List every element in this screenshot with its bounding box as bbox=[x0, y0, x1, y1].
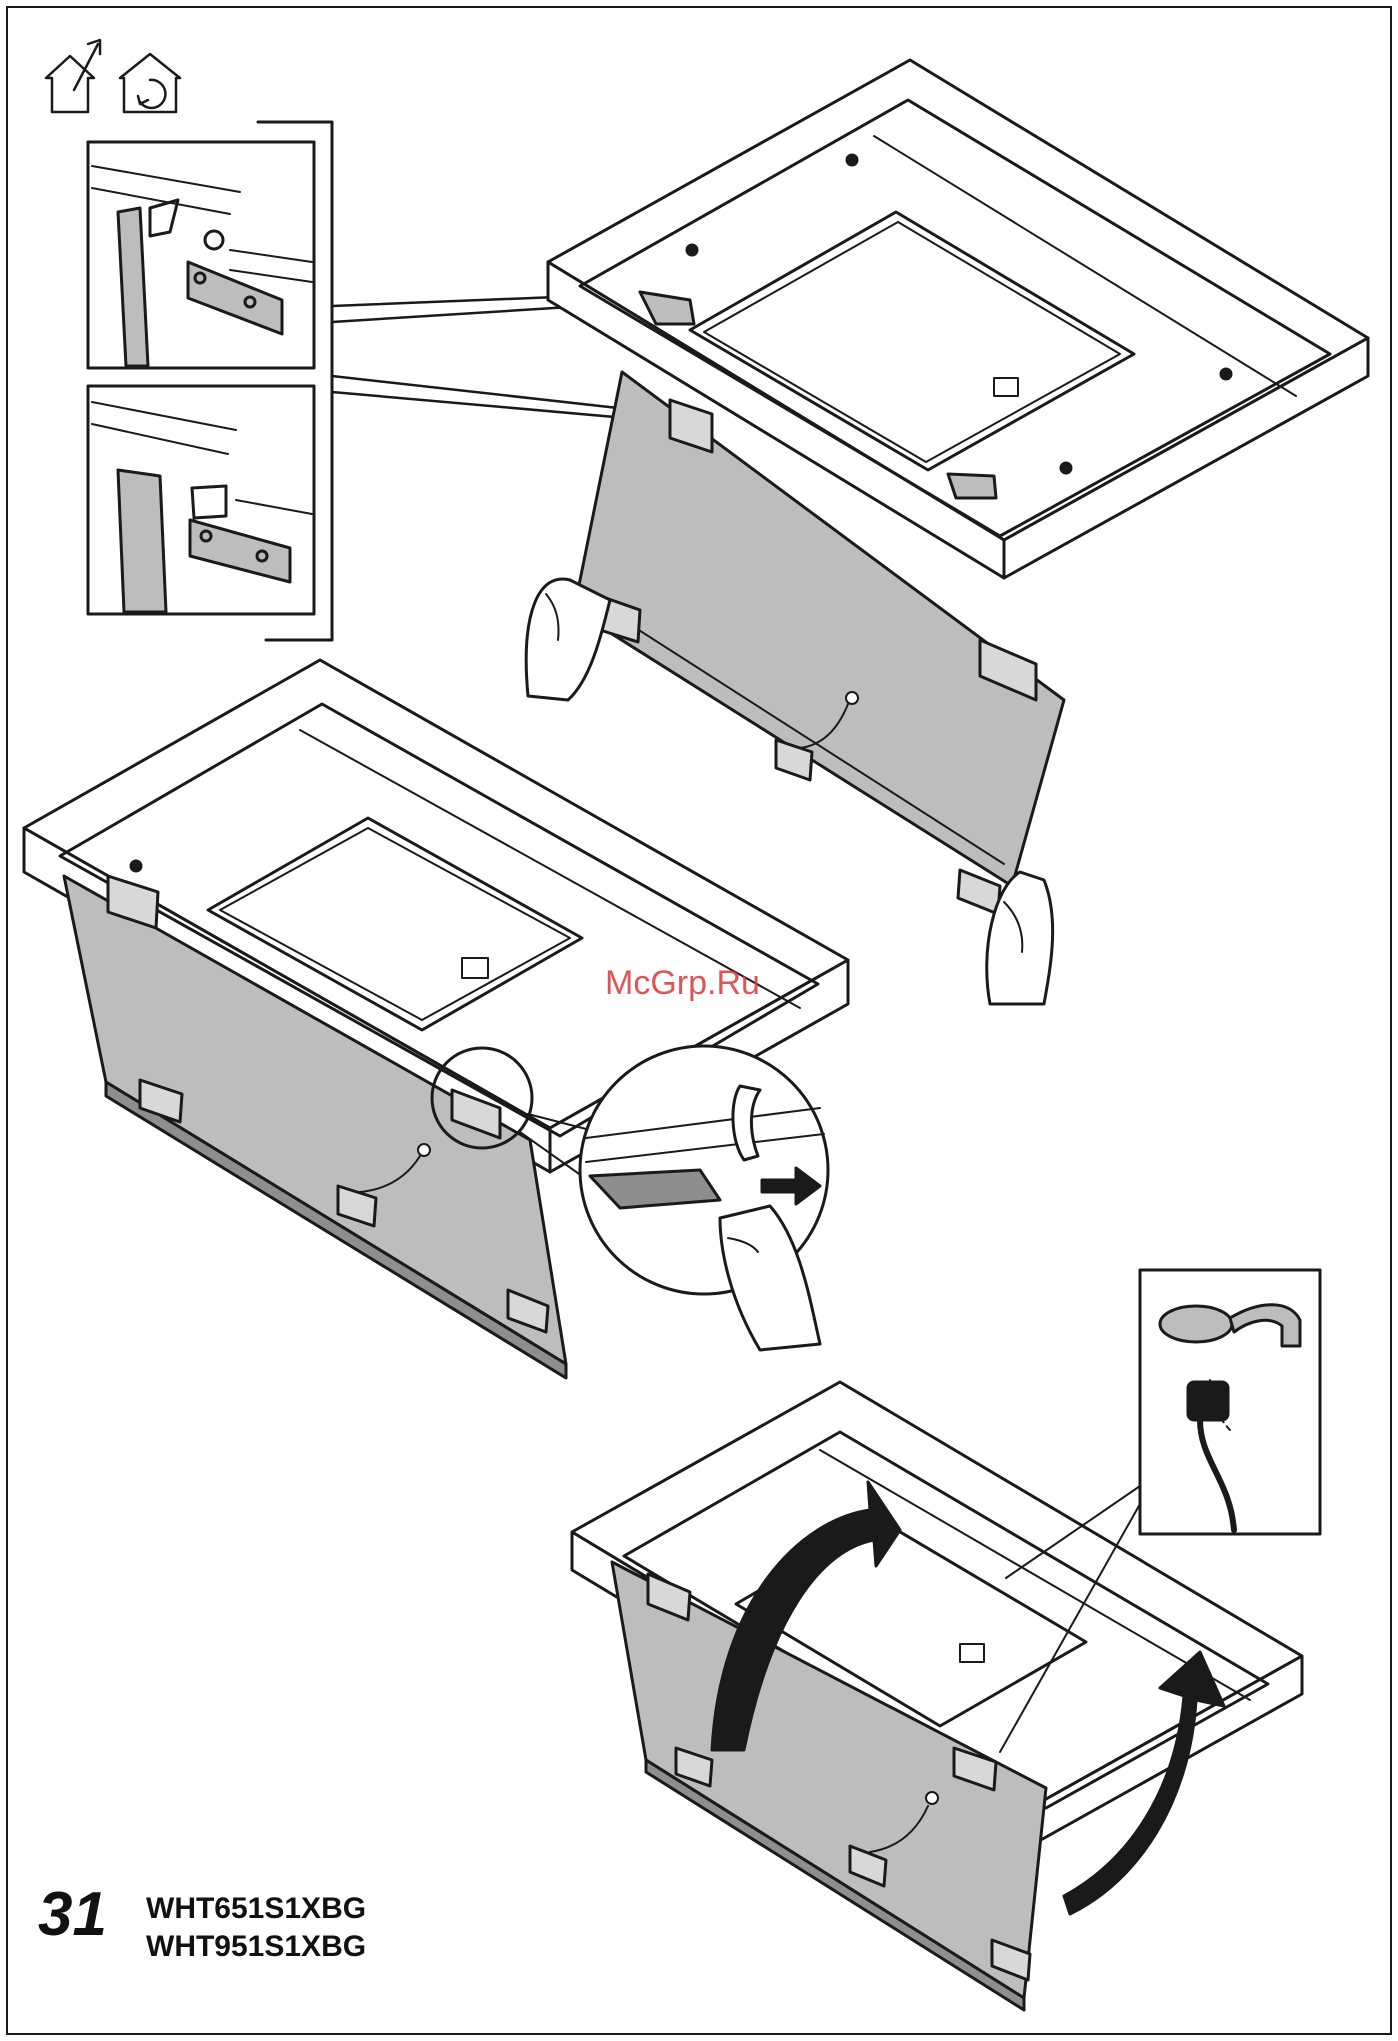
hand-left-holding-panel bbox=[526, 579, 610, 700]
exhaust-house-icon bbox=[46, 40, 100, 112]
model-number: WHT651S1XBG bbox=[146, 1894, 366, 1924]
detail-inset-upper bbox=[88, 142, 314, 368]
page-number: 31 bbox=[38, 1884, 107, 1946]
detail-inset-lower bbox=[88, 386, 314, 614]
model-number: WHT951S1XBG bbox=[146, 1932, 366, 1962]
recirculation-house-icon bbox=[120, 54, 180, 112]
watermark: McGrp.Ru bbox=[605, 966, 760, 1000]
